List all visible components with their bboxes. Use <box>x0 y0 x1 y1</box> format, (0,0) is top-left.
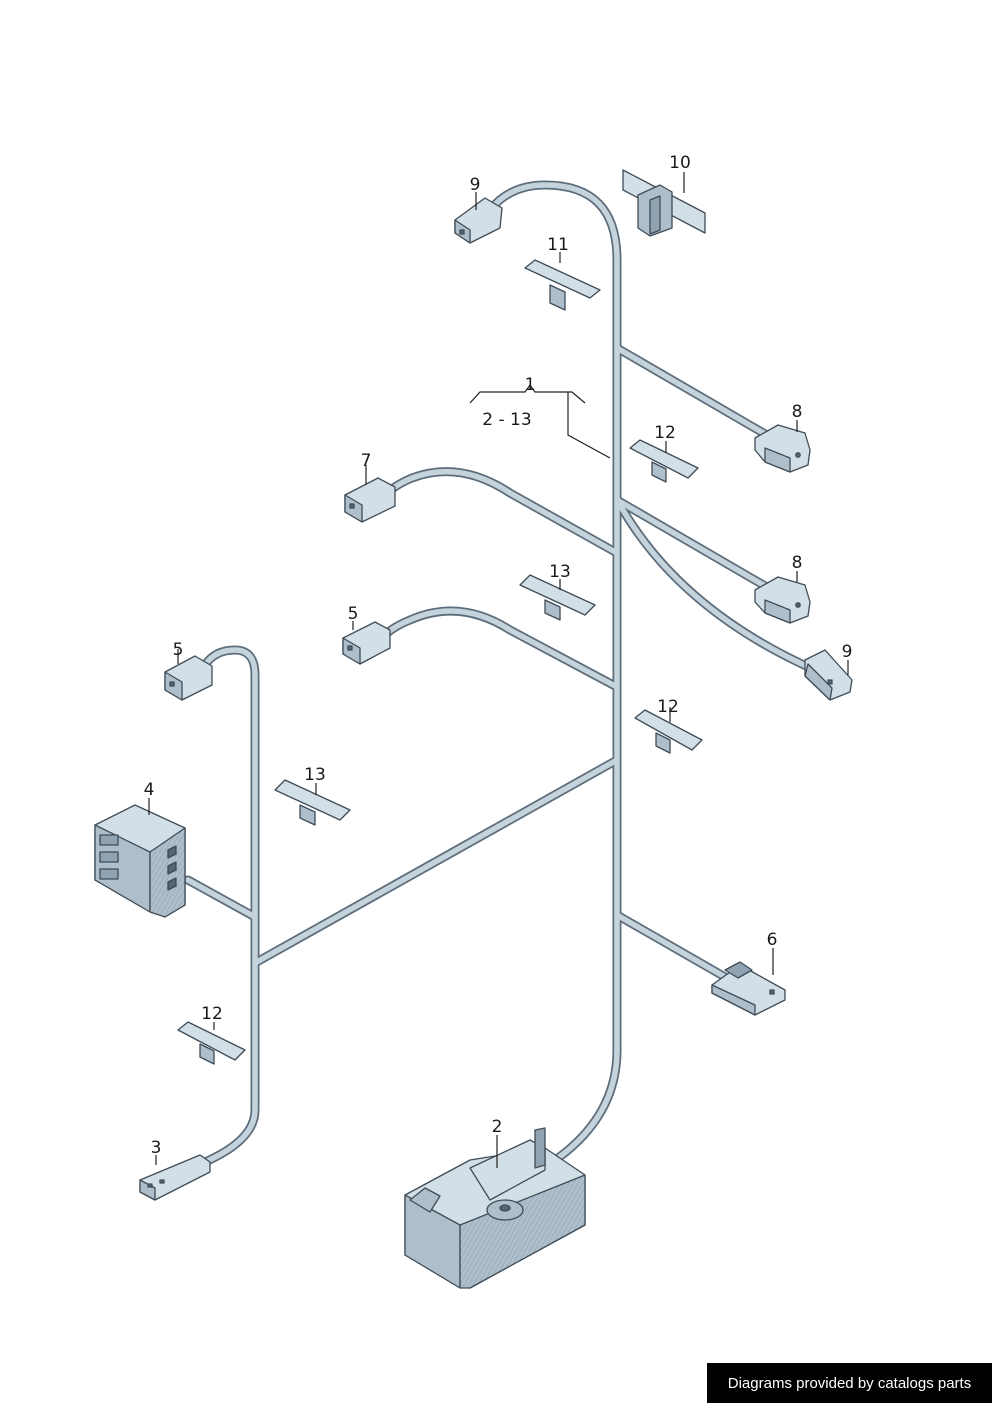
callout-6: 6 <box>767 930 778 950</box>
callout-2: 2 <box>492 1117 503 1137</box>
leader-lines <box>148 172 849 1168</box>
callout-7: 7 <box>361 451 372 471</box>
callout-4: 4 <box>144 780 155 800</box>
connector-5-middle <box>342 621 391 665</box>
callout-3: 3 <box>151 1138 162 1158</box>
connector-6 <box>711 961 786 1016</box>
clip-13-lower <box>274 779 351 826</box>
connector-7 <box>344 477 396 523</box>
clip-11 <box>524 259 601 311</box>
callout-11: 11 <box>547 235 569 255</box>
callout-13-lower: 13 <box>304 765 326 785</box>
callout-5-left: 5 <box>173 640 184 660</box>
connector-8-lower <box>754 576 811 624</box>
clip-12-lower <box>177 1021 246 1065</box>
bracket-10 <box>622 169 706 237</box>
connector-8-upper <box>754 424 811 473</box>
clip-12-upper <box>629 439 699 483</box>
connector-4 <box>94 804 186 918</box>
callout-12-upper: 12 <box>654 423 676 443</box>
callout-10: 10 <box>669 153 691 173</box>
clip-12-middle <box>634 709 703 754</box>
connector-5-left <box>164 655 213 701</box>
wire-harness <box>183 180 820 1170</box>
clip-13-upper <box>519 574 596 621</box>
callout-labels: 1 2 3 4 5 5 6 7 8 8 9 9 10 11 12 12 12 1… <box>144 153 853 1158</box>
callout-8-upper: 8 <box>792 402 803 422</box>
callout-13-upper: 13 <box>549 562 571 582</box>
callout-5-middle: 5 <box>348 604 359 624</box>
footer-text: Diagrams provided by catalogs parts <box>727 1374 972 1392</box>
callout-12-lower: 12 <box>201 1004 223 1024</box>
callout-9-right: 9 <box>842 642 853 662</box>
callout-9-top: 9 <box>470 175 481 195</box>
attribution-footer: Diagrams provided by catalogs parts <box>707 1363 992 1403</box>
connector-9-right <box>804 649 853 701</box>
callout-8-lower: 8 <box>792 553 803 573</box>
connector-9-top <box>454 197 503 244</box>
connector-3 <box>139 1154 211 1201</box>
connector-2 <box>404 1127 586 1289</box>
range-label: 2 - 13 <box>482 410 531 430</box>
callout-1: 1 <box>525 375 536 395</box>
callout-12-middle: 12 <box>657 697 679 717</box>
